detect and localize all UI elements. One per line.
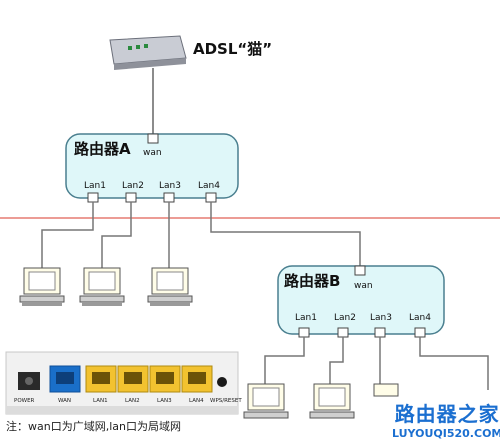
- computer-icon: [147, 267, 193, 306]
- router-a-lan2-label: Lan2: [122, 181, 144, 191]
- router-a-lan3-label: Lan3: [159, 181, 181, 191]
- computer-icon: [79, 267, 125, 306]
- port-label-lan2: LAN2: [125, 398, 140, 404]
- port-label-lan4: LAN4: [189, 398, 204, 404]
- computer-icon: [243, 383, 289, 419]
- modem-icon: [109, 35, 187, 70]
- port-label-wan: WAN: [58, 398, 71, 404]
- router-a-lan3-port: [163, 192, 175, 203]
- router-b-lan1-port: [298, 327, 310, 338]
- computer-icon: [309, 383, 355, 419]
- watermark-title: 路由器之家: [394, 402, 500, 426]
- router-a-wan-port: [147, 133, 159, 144]
- router-b-lan3-port: [374, 327, 386, 338]
- router-b-lan3-label: Lan3: [370, 313, 392, 323]
- router-a-lan1-port: [87, 192, 99, 203]
- router-b-lan2-label: Lan2: [334, 313, 356, 323]
- router-b-lan4-label: Lan4: [409, 313, 431, 323]
- port-label-lan3: LAN3: [157, 398, 172, 404]
- port-label-power: POWER: [14, 398, 35, 404]
- wps-reset-button: [217, 377, 227, 387]
- computer-icon: [19, 267, 65, 306]
- router-a-lan4-port: [205, 192, 217, 203]
- router-b-wan-port: [354, 265, 366, 276]
- modem-label: ADSL“猫”: [193, 40, 272, 58]
- router-a-wan-label: wan: [143, 148, 162, 158]
- router-b-cables: [264, 337, 489, 390]
- note-text: 注：wan口为广域网,lan口为局域网: [6, 420, 181, 433]
- watermark-url: LUYOUQI520.COM: [392, 427, 500, 440]
- lan-port: [85, 365, 117, 393]
- router-a-cables: [41, 202, 361, 268]
- computer-icon: [373, 383, 399, 397]
- router-back-panel: [5, 351, 239, 415]
- port-label-wps-reset: WPS/RESET: [210, 398, 242, 404]
- router-b-wan-label: wan: [354, 281, 373, 291]
- watermark: 路由器之家 LUYOUQI520.COM: [392, 398, 500, 440]
- router-b-lan4-port: [414, 327, 426, 338]
- port-label-lan1: LAN1: [93, 398, 108, 404]
- router-b-title: 路由器B: [284, 272, 340, 290]
- router-a-lan2-port: [125, 192, 137, 203]
- router-b-lan1-label: Lan1: [295, 313, 317, 323]
- router-b-lan2-port: [337, 327, 349, 338]
- router-a-title: 路由器A: [74, 140, 131, 158]
- router-a-lan1-label: Lan1: [84, 181, 106, 191]
- router-a-lan4-label: Lan4: [198, 181, 220, 191]
